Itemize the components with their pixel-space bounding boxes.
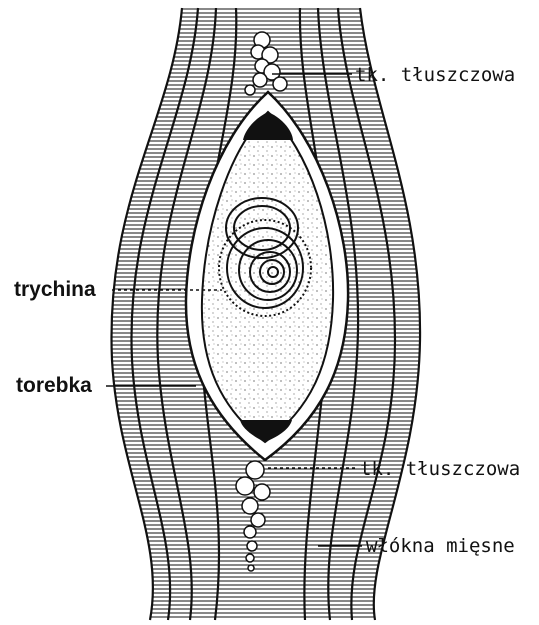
label-muscle-fibers: włókna mięsne [366,537,515,556]
label-fat-tissue-bottom: tk. tłuszczowa [360,460,520,479]
label-fat-tissue-top: tk. tłuszczowa [355,66,515,85]
label-trichina: trychina [14,279,96,300]
label-capsule: torebka [16,375,92,396]
